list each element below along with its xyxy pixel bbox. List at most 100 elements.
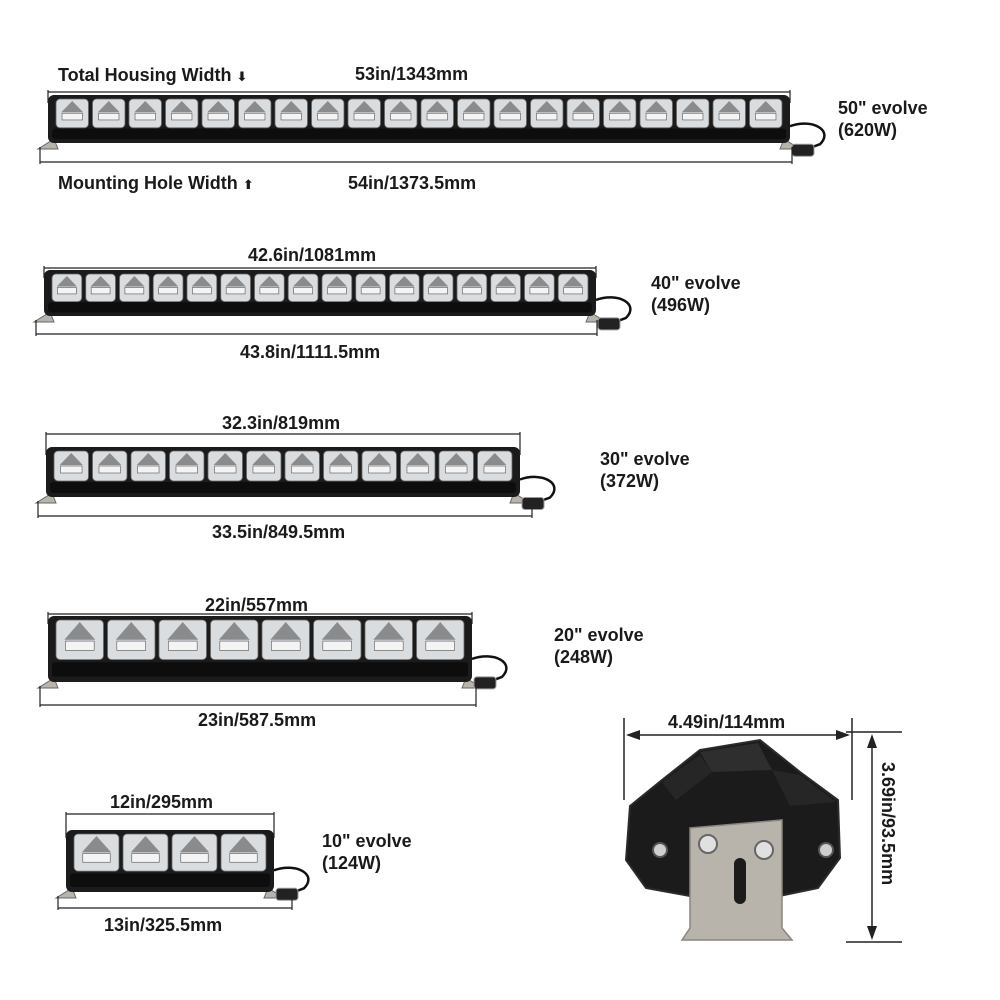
led-chip (499, 112, 521, 121)
connector-plug (597, 317, 621, 331)
light-bar-3 (36, 616, 508, 690)
reflector (259, 276, 280, 287)
led-chip (61, 112, 83, 121)
reflector (97, 101, 120, 113)
led-chip (98, 112, 120, 121)
model-size-30: 30" evolve (600, 449, 690, 469)
model-power-40: (496W) (651, 295, 711, 315)
led-chip (529, 287, 550, 295)
led-chip (171, 112, 193, 121)
led-chip (682, 112, 704, 121)
housing-width-40: 42.6in/1081mm (248, 245, 377, 265)
reflector (406, 453, 430, 465)
reflector (218, 622, 250, 640)
model-size-10: 10" evolve (322, 831, 412, 851)
light-bars (32, 95, 826, 901)
led-chip (134, 112, 156, 121)
led-chip (329, 465, 352, 474)
power-cable (519, 475, 556, 505)
reflector (59, 453, 83, 465)
reflector (191, 276, 212, 287)
reflector (373, 622, 405, 640)
reflector (394, 276, 415, 287)
led-chip (60, 465, 83, 474)
led-chip (645, 112, 667, 121)
side-view-width: 4.49in/114mm (668, 712, 786, 732)
reflector (329, 453, 353, 465)
led-chip (374, 640, 404, 651)
side-view-drawing (623, 718, 902, 943)
led-chip (65, 640, 95, 651)
led-chip (244, 112, 266, 121)
connector-plug (275, 887, 299, 901)
connector-plug (791, 143, 815, 157)
led-chip (445, 465, 468, 474)
reflector (461, 276, 482, 287)
reflector (293, 276, 314, 287)
led-chip (175, 465, 198, 474)
bar-base (52, 662, 468, 677)
total-housing-width-label: Total Housing Width ⬇ (58, 65, 247, 87)
led-chip (214, 465, 237, 474)
led-chip (158, 287, 178, 295)
model-size-50: 50" evolve (838, 98, 928, 118)
led-chip (322, 640, 352, 651)
bar-base (50, 482, 516, 493)
dimension-2 (37, 432, 533, 518)
reflector (718, 101, 741, 113)
led-chip (192, 287, 212, 295)
model-label-10: 10" evolve (124W) (322, 830, 412, 874)
model-power-50: (620W) (838, 120, 898, 140)
led-chip (229, 853, 258, 863)
connector-plug (473, 676, 497, 690)
reflector (81, 836, 112, 853)
reflector (681, 101, 704, 113)
reflector (326, 276, 347, 287)
reflector (563, 276, 584, 287)
led-chip (82, 853, 111, 863)
reflector (321, 622, 353, 640)
model-label-40: 40" evolve (496W) (651, 272, 741, 316)
side-view-height: 3.69in/93.5mm (878, 762, 898, 886)
led-chip (90, 287, 111, 295)
reflector (529, 276, 550, 287)
light-bar-2 (34, 447, 556, 510)
reflector (115, 622, 147, 640)
reflector (499, 101, 522, 113)
model-label-20: 20" evolve (248W) (554, 624, 644, 668)
reflector (158, 276, 179, 287)
led-chip (406, 465, 429, 474)
led-chip (536, 112, 558, 121)
mounting-hole-width-label: Mounting Hole Width ⬆ (58, 173, 254, 195)
reflector (167, 622, 199, 640)
led-chip (327, 287, 347, 295)
reflector (424, 622, 456, 640)
mounting-width-40: 43.8in/1111.5mm (240, 342, 381, 362)
dimension-3 (39, 612, 477, 707)
led-chip (291, 465, 314, 474)
led-chip (483, 465, 506, 474)
reflector (134, 101, 157, 113)
led-chip (426, 112, 448, 121)
led-chip (368, 465, 391, 474)
model-power-20: (248W) (554, 647, 614, 667)
led-chip (98, 465, 121, 474)
down-arrow-icon: ⬇ (236, 69, 248, 84)
led-chip (462, 287, 482, 295)
reflector (136, 453, 160, 465)
power-cable (273, 866, 310, 896)
led-chip (219, 640, 249, 651)
led-chip (207, 112, 229, 121)
bar-base (48, 302, 592, 313)
reflector (572, 101, 595, 113)
reflector (64, 622, 96, 640)
up-arrow-icon: ⬆ (242, 177, 254, 192)
reflector (252, 453, 276, 465)
reflector (360, 276, 381, 287)
led-chip (124, 287, 145, 295)
reflector (270, 622, 302, 640)
connector-plug (521, 497, 545, 510)
reflector (213, 453, 237, 465)
reflector (124, 276, 145, 287)
